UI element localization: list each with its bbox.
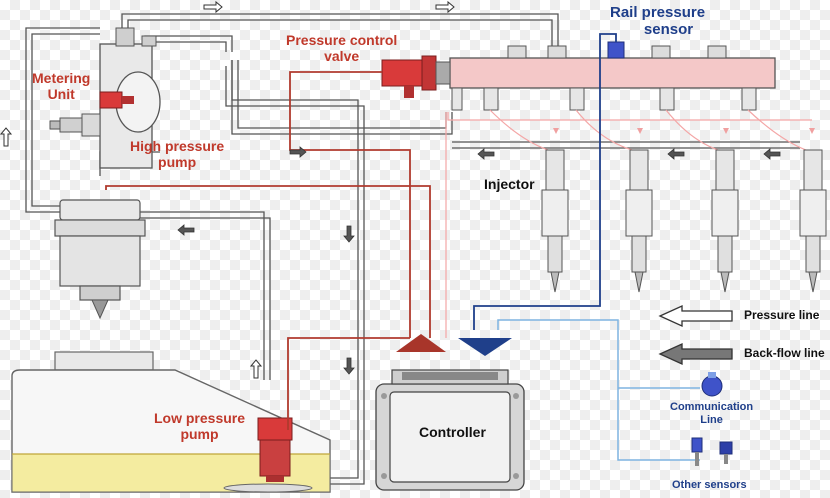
low-pressure-pump-label: Low pressure pump — [154, 410, 245, 442]
injector-2 — [625, 149, 653, 293]
metering-unit-label: Metering Unit — [32, 70, 90, 102]
fuel-tank — [11, 351, 331, 493]
injector-label: Injector — [484, 176, 535, 192]
high-pressure-lines — [447, 109, 812, 151]
communication-line-label-line2: Line — [700, 413, 723, 426]
common-rail — [381, 41, 776, 111]
injector-feed-arrows — [553, 128, 815, 134]
back-flow-line-legend-label: Back-flow line — [744, 346, 825, 360]
other-sensors-icons — [691, 437, 733, 466]
low-pressure-pump-label-line2: pump — [180, 426, 219, 443]
metering-unit-label-line1: Metering — [32, 70, 91, 86]
legend-pressure-arrow — [658, 304, 733, 328]
metering-unit-label-line2: Unit — [47, 86, 75, 103]
high-pressure-pump-label-line2: pump — [158, 154, 197, 171]
communication-line-label: Communication Line — [670, 401, 753, 426]
communication-sensor-icon — [701, 372, 723, 397]
low-pressure-pump-label-line1: Low pressure — [154, 410, 246, 426]
rail-pressure-sensor-label-line2: sensor — [643, 21, 694, 39]
controller-input-triangle — [458, 338, 512, 356]
pressure-control-valve-label-line1: Pressure control — [286, 32, 398, 48]
high-pressure-pump-label: High pressure pump — [130, 138, 224, 170]
rail-pressure-sensor-label-line1: Rail pressure — [610, 4, 706, 21]
injector-4 — [799, 149, 827, 293]
rail-pressure-sensor-label: Rail pressure sensor — [610, 4, 705, 39]
controller-output-triangle — [396, 334, 446, 352]
sensor-lines-blue — [473, 33, 617, 330]
legend-backflow-arrow — [658, 342, 733, 366]
flow-arrows — [0, 0, 455, 379]
injector-3 — [711, 149, 739, 293]
injector-1 — [541, 149, 569, 293]
pressure-control-valve-label-line2: valve — [324, 48, 360, 65]
pressure-line-legend-label: Pressure line — [744, 308, 820, 322]
pressure-control-valve-label: Pressure control valve — [286, 32, 397, 64]
communication-line-label-line1: Communication — [670, 401, 754, 413]
high-pressure-pump — [49, 27, 161, 169]
backflow-arrows — [177, 146, 781, 375]
high-pressure-pump-label-line1: High pressure — [130, 138, 225, 154]
low-pressure-pump — [257, 417, 293, 482]
other-sensors-label: Other sensors — [672, 479, 747, 491]
controller-unit — [375, 369, 525, 491]
injectors — [541, 149, 827, 293]
sensor-lines-light-blue — [497, 319, 700, 461]
controller-label: Controller — [419, 424, 486, 440]
fuel-filter — [54, 199, 146, 320]
